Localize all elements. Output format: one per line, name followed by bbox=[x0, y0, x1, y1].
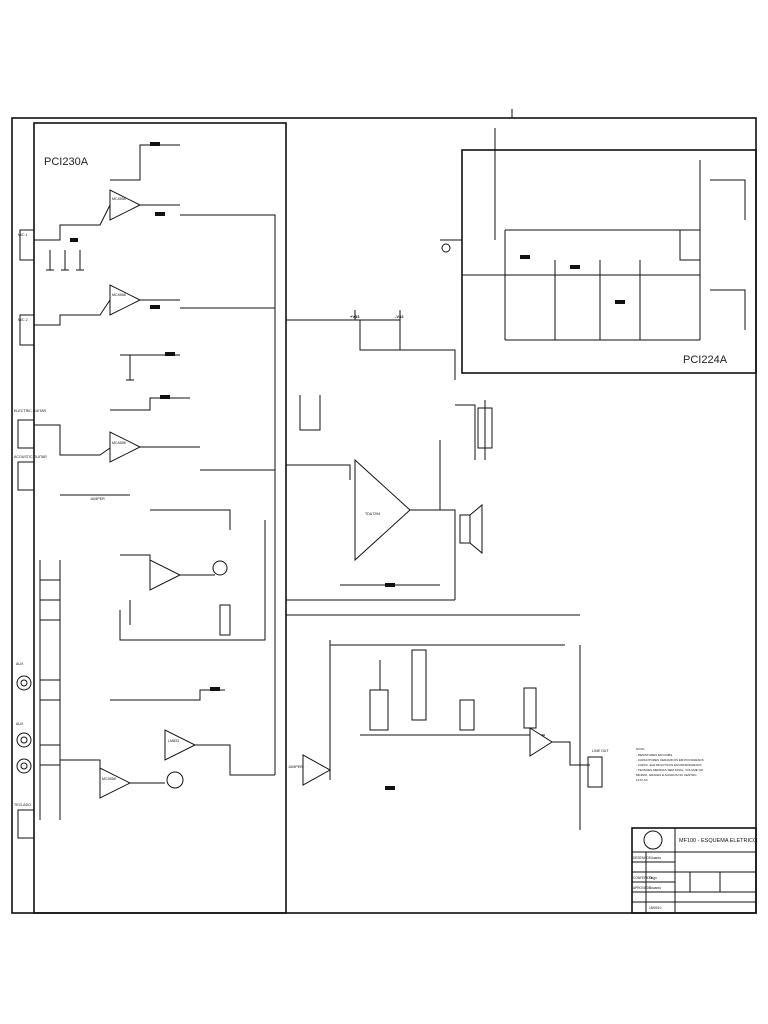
svg-text:LM833: LM833 bbox=[168, 739, 179, 743]
svg-text:MIC 1: MIC 1 bbox=[18, 233, 28, 237]
svg-text:Eduardo: Eduardo bbox=[649, 886, 661, 890]
svg-text:ACOUSTIC GUITAR: ACOUSTIC GUITAR bbox=[14, 455, 47, 459]
svg-text:CONFERIDO: CONFERIDO bbox=[633, 876, 653, 880]
svg-text:AUX: AUX bbox=[16, 662, 24, 666]
psu-board-label: PCI224A bbox=[683, 354, 728, 366]
svg-text:-V33: -V33 bbox=[395, 314, 404, 319]
notes-block: NOTA: - RESISTORES EM OHMS - CAPACITORES… bbox=[636, 747, 704, 782]
tone-control bbox=[119, 509, 266, 641]
svg-text:NOTA:: NOTA: bbox=[636, 747, 645, 751]
power-amp-section: +V33 -V33 TDA7294 bbox=[286, 314, 580, 616]
svg-text:MC4558: MC4558 bbox=[102, 777, 116, 781]
aux-inputs: AUX AUX TECLADO bbox=[14, 560, 61, 839]
drawing-border bbox=[11, 117, 757, 914]
svg-text:TDA7294: TDA7294 bbox=[365, 512, 380, 516]
svg-text:MC4558: MC4558 bbox=[112, 197, 126, 201]
mixer-stage: LM833 MC4558 bbox=[60, 687, 275, 799]
svg-text:- RESISTORES EM OHMS: - RESISTORES EM OHMS bbox=[636, 753, 672, 757]
svg-text:AUX: AUX bbox=[16, 722, 24, 726]
svg-text:15/06/10: 15/06/10 bbox=[649, 906, 662, 910]
guitar-inputs: ELECTRIC GUITAR ACOUSTIC GUITAR JUMPER M… bbox=[14, 395, 275, 501]
psu-board-outline bbox=[461, 149, 757, 374]
svg-text:JUMPER: JUMPER bbox=[90, 497, 105, 501]
eq-lineout-section: JUMPER LINE OUT bbox=[288, 640, 609, 830]
svg-text:Eduardo: Eduardo bbox=[649, 856, 661, 860]
psu-circuit bbox=[440, 128, 746, 341]
preamp-board-label: PCI230A bbox=[44, 156, 89, 168]
preamp-board-outline bbox=[33, 122, 287, 914]
company-logo bbox=[643, 830, 663, 850]
svg-text:DESENHO: DESENHO bbox=[633, 856, 649, 860]
svg-text:+V33: +V33 bbox=[350, 314, 360, 319]
svg-text:MC4558: MC4558 bbox=[112, 293, 126, 297]
svg-text:127V AC: 127V AC bbox=[636, 778, 649, 782]
svg-text:Tiago: Tiago bbox=[649, 876, 657, 880]
svg-text:MF100 - ESQUEMA ELETRICO: MF100 - ESQUEMA ELETRICO bbox=[679, 838, 758, 844]
mic2-channel: MIC 2 MC4558 bbox=[18, 284, 275, 381]
svg-text:APROVADO: APROVADO bbox=[633, 886, 651, 890]
svg-text:MC4558: MC4558 bbox=[112, 441, 126, 445]
svg-text:JUMPER: JUMPER bbox=[288, 765, 303, 769]
svg-text:- CAPACITORES CERAMICOS EM PIC: - CAPACITORES CERAMICOS EM PICOFARADS bbox=[636, 758, 704, 762]
title-block: MF100 - ESQUEMA ELETRICO DESENHO Eduardo… bbox=[631, 827, 758, 914]
svg-text:MIC 2: MIC 2 bbox=[18, 318, 28, 322]
svg-text:TECLADO: TECLADO bbox=[14, 803, 31, 807]
svg-text:- TENSOES MEDIDAS SEM SINAL, V: - TENSOES MEDIDAS SEM SINAL, VOLUME NO bbox=[636, 768, 704, 772]
svg-text:ELECTRIC GUITAR: ELECTRIC GUITAR bbox=[14, 409, 46, 413]
svg-text:MINIMO, GRAVES E AGUDOS NO CEN: MINIMO, GRAVES E AGUDOS NO CENTRO bbox=[636, 773, 697, 777]
svg-text:LINE OUT: LINE OUT bbox=[592, 749, 609, 753]
svg-text:- CAPAC. ELETROLITICOS EM MICR: - CAPAC. ELETROLITICOS EM MICROFARADS bbox=[636, 763, 701, 767]
volume-pot bbox=[477, 400, 493, 460]
